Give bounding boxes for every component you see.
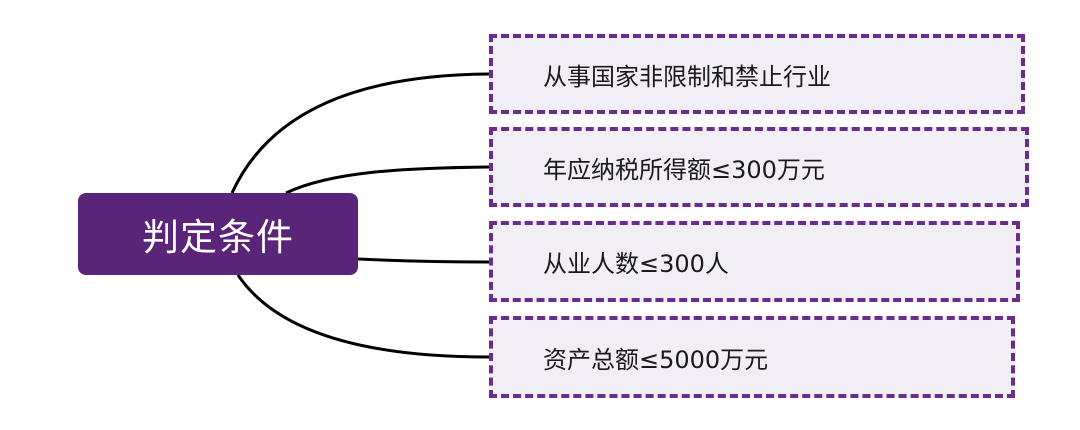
connector-4 — [236, 274, 490, 359]
condition-label-employees: 从业人数≤300人 — [543, 250, 729, 278]
root-node-judgment-criteria: 判定条件 — [78, 193, 358, 275]
root-node-label: 判定条件 — [142, 216, 294, 259]
connector-1 — [230, 72, 490, 194]
condition-box-industry: 从事国家非限制和禁止行业 — [489, 34, 1025, 114]
condition-label-total-assets: 资产总额≤5000万元 — [543, 345, 769, 374]
condition-box-employees: 从业人数≤300人 — [489, 221, 1020, 302]
condition-box-taxable-income: 年应纳税所得额≤300万元 — [489, 127, 1029, 207]
condition-box-total-assets: 资产总额≤5000万元 — [489, 316, 1015, 398]
connector-2 — [285, 165, 490, 195]
connector-3 — [357, 257, 490, 264]
condition-label-taxable-income: 年应纳税所得额≤300万元 — [543, 155, 825, 184]
condition-label-industry: 从事国家非限制和禁止行业 — [543, 62, 831, 91]
